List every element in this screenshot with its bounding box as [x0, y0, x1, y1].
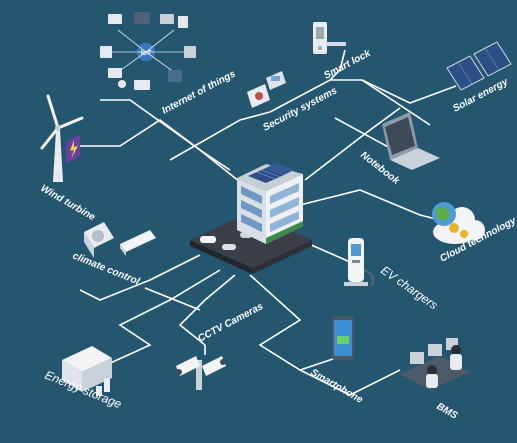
cloud-icon	[432, 202, 485, 244]
laptop-icon	[382, 112, 440, 170]
cctv-label: CCTV Cameras	[196, 301, 265, 345]
bms-label: BMS	[435, 401, 460, 422]
battery-storage-icon	[62, 346, 112, 396]
solar-panel-icon	[446, 41, 512, 91]
svg-text:IoT: IoT	[141, 50, 152, 57]
iot-network-icon: IoT	[100, 12, 196, 90]
connector-lines	[78, 49, 457, 396]
security-label: Security systems	[261, 85, 339, 134]
smart-lock-icon	[313, 22, 346, 54]
ev-label: EV chargers	[378, 263, 440, 312]
ev-charger-icon	[344, 238, 374, 287]
climate-label: climate control	[71, 251, 141, 288]
wind-label: Wind turbine	[39, 183, 98, 223]
air-conditioner-icon	[84, 222, 156, 258]
smart-lock-label: Smart lock	[322, 48, 373, 82]
operator-desk-icon	[400, 338, 470, 390]
security-panel-icon	[247, 71, 286, 108]
cctv-camera-icon	[176, 356, 226, 390]
smartphone-label: Smartphone	[309, 367, 365, 406]
smart-building-icon	[190, 163, 312, 274]
wind-turbine-icon	[40, 94, 84, 182]
smartphone-icon	[332, 316, 354, 360]
